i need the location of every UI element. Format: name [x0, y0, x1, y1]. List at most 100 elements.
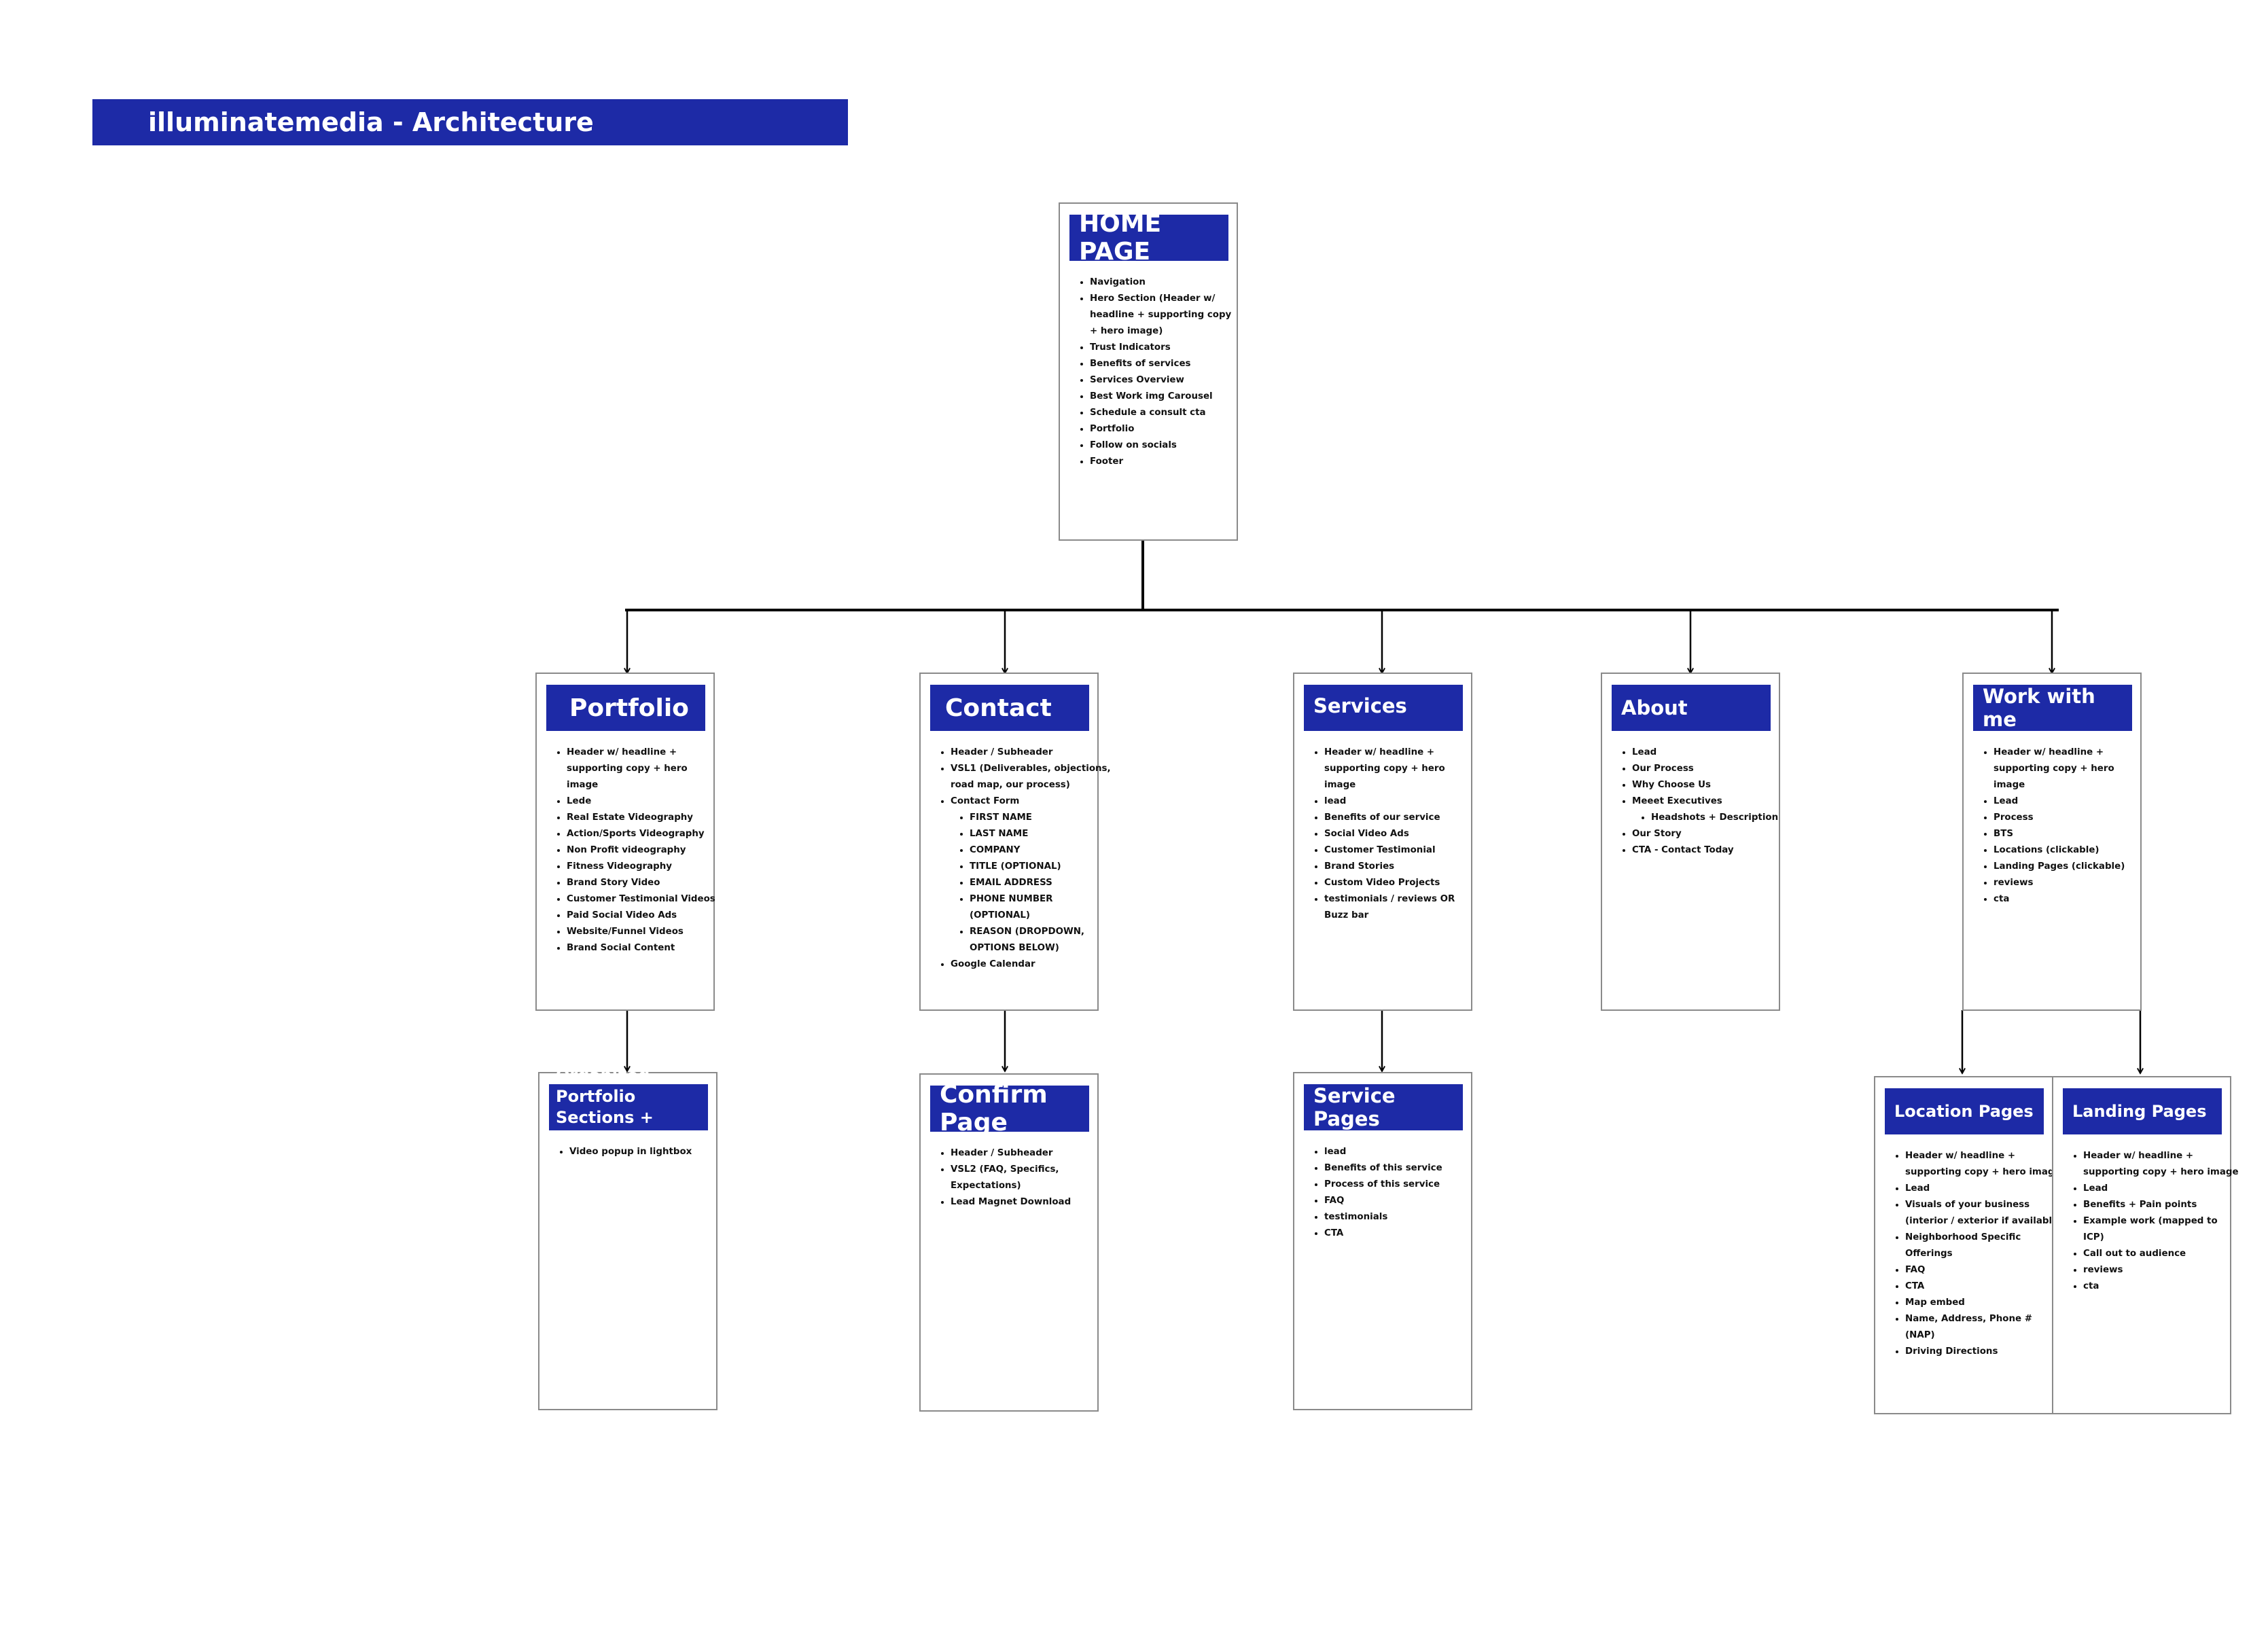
sub-list-item: Headshots + Description: [1651, 810, 1788, 826]
portfolio-node: Portfolio Header w/ headline + supportin…: [535, 673, 715, 1011]
list-item: Lede: [567, 793, 717, 810]
list-item: CTA: [1324, 1225, 1475, 1242]
list-item: Best Work img Carousel: [1090, 389, 1238, 405]
list-item: Header w/ headline + supporting copy + h…: [2083, 1148, 2241, 1181]
list-item: Driving Directions: [1905, 1344, 2063, 1360]
list-item: Neighborhood Specific Offerings: [1905, 1230, 2063, 1262]
work-with-me-items: Header w/ headline + supporting copy + h…: [1973, 745, 2144, 908]
list-item: Real Estate Videography: [567, 810, 717, 826]
list-item: testimonials / reviews OR Buzz bar: [1324, 891, 1475, 924]
list-item: VSL1 (Deliverables, objections, road map…: [951, 761, 1114, 793]
list-item: reviews: [2083, 1262, 2241, 1278]
service-pages-header: Service Pages: [1304, 1084, 1463, 1130]
contact-form-item: Contact FormFIRST NAMELAST NAMECOMPANYTI…: [951, 793, 1114, 956]
list-item: Brand Stories: [1324, 859, 1475, 875]
contact-form-label: Contact Form: [951, 796, 1020, 806]
list-item: Portfolio: [1090, 421, 1238, 437]
about-node: About LeadOur ProcessWhy Choose UsMeeet …: [1601, 673, 1780, 1011]
list-item: Video popup in lightbox: [569, 1144, 720, 1160]
list-item: VSL2 (FAQ, Specifics, Expectations): [951, 1162, 1114, 1194]
list-item: Hero Section (Header w/ headline + suppo…: [1090, 291, 1238, 340]
list-item: Example work (mapped to ICP): [2083, 1213, 2241, 1246]
portfolio-header: Portfolio: [546, 685, 705, 731]
confirm-page-header: Confirm Page: [930, 1081, 1089, 1136]
list-item: Call out to audience: [2083, 1246, 2241, 1262]
list-item: testimonials: [1324, 1209, 1475, 1225]
list-item: Website/Funnel Videos: [567, 924, 717, 940]
list-item: cta: [2083, 1278, 2241, 1295]
list-item: FAQ: [1324, 1193, 1475, 1209]
landing-pages-header: Landing Pages: [2063, 1088, 2222, 1134]
list-item: Our Process: [1632, 761, 1788, 777]
list-item: Benefits of services: [1090, 356, 1238, 372]
list-item: lead: [1324, 793, 1475, 810]
contact-node: Contact Header / SubheaderVSL1 (Delivera…: [919, 673, 1111, 1011]
home-page-header: HOME PAGE: [1069, 210, 1228, 266]
list-item: Footer: [1090, 454, 1238, 470]
list-item: BTS: [1994, 826, 2144, 842]
work-with-me-node: Work with me Header w/ headline + suppor…: [1962, 673, 2142, 1011]
location-pages-node: Location Pages Header w/ headline + supp…: [1874, 1076, 2062, 1414]
list-item: Visuals of your business (interior / ext…: [1905, 1197, 2063, 1230]
list-item: Lead: [1632, 745, 1788, 761]
portfolio-items: Header w/ headline + supporting copy + h…: [546, 745, 717, 956]
list-item: Landing Pages (clickable): [1994, 859, 2144, 875]
list-item: lead: [1324, 1144, 1475, 1160]
about-executives-item: Meeet ExecutivesHeadshots + Description: [1632, 793, 1788, 826]
list-item: Paid Social Video Ads: [567, 908, 717, 924]
about-items: LeadOur ProcessWhy Choose UsMeeet Execut…: [1612, 745, 1788, 859]
sub-list: FIRST NAMELAST NAMECOMPANYTITLE (OPTIONA…: [951, 810, 1114, 956]
organized-portfolio-header: Organized Portfolio Sections + Video Pop…: [549, 1066, 708, 1148]
work-with-me-header: Work with me: [1973, 685, 2132, 731]
service-pages-items: leadBenefits of this serviceProcess of t…: [1304, 1144, 1475, 1242]
list-item: Schedule a consult cta: [1090, 405, 1238, 421]
sub-list-item: LAST NAME: [970, 826, 1114, 842]
list-item: Locations (clickable): [1994, 842, 2144, 859]
landing-pages-node: Landing Pages Header w/ headline + suppo…: [2052, 1076, 2239, 1414]
list-item: Action/Sports Videography: [567, 826, 717, 842]
diagram-title: illuminatemedia - Architecture: [148, 107, 594, 137]
list-item: Header / Subheader: [951, 745, 1114, 761]
list-item: Brand Story Video: [567, 875, 717, 891]
location-pages-header: Location Pages: [1885, 1088, 2044, 1134]
services-node: Services Header w/ headline + supporting…: [1293, 673, 1472, 1011]
organized-portfolio-items: Video popup in lightbox: [549, 1144, 720, 1160]
sub-list-item: COMPANY: [970, 842, 1114, 859]
list-item: Our Story: [1632, 826, 1788, 842]
list-item: Benefits of this service: [1324, 1160, 1475, 1177]
about-header: About: [1612, 685, 1771, 731]
list-item: Benefits + Pain points: [2083, 1197, 2241, 1213]
list-item: Customer Testimonial Videos: [567, 891, 717, 908]
list-item: Why Choose Us: [1632, 777, 1788, 793]
list-item: Benefits of our service: [1324, 810, 1475, 826]
diagram-title-bar: illuminatemedia - Architecture: [92, 99, 848, 145]
home-page-items: NavigationHero Section (Header w/ headli…: [1069, 274, 1238, 470]
sub-list-item: PHONE NUMBER (OPTIONAL): [970, 891, 1114, 924]
list-item: Social Video Ads: [1324, 826, 1475, 842]
services-items: Header w/ headline + supporting copy + h…: [1304, 745, 1475, 924]
contact-items: Header / SubheaderVSL1 (Deliverables, ob…: [930, 745, 1114, 973]
organized-portfolio-node: Organized Portfolio Sections + Video Pop…: [538, 1066, 720, 1410]
list-item: Google Calendar: [951, 956, 1114, 973]
landing-pages-items: Header w/ headline + supporting copy + h…: [2063, 1148, 2241, 1295]
list-item: Lead: [2083, 1181, 2241, 1197]
sub-list-item: REASON (DROPDOWN, OPTIONS BELOW): [970, 924, 1114, 956]
list-item: Custom Video Projects: [1324, 875, 1475, 891]
list-item: cta: [1994, 891, 2144, 908]
confirm-page-items: Header / SubheaderVSL2 (FAQ, Specifics, …: [930, 1145, 1114, 1211]
list-item: Name, Address, Phone # (NAP): [1905, 1311, 2063, 1344]
location-pages-items: Header w/ headline + supporting copy + h…: [1885, 1148, 2063, 1360]
list-item: Non Profit videography: [567, 842, 717, 859]
list-item: Lead: [1994, 793, 2144, 810]
about-executives-label: Meeet Executives: [1632, 796, 1722, 806]
list-item: Map embed: [1905, 1295, 2063, 1311]
confirm-page-node: Confirm Page Header / SubheaderVSL2 (FAQ…: [919, 1073, 1099, 1412]
list-item: Trust Indicators: [1090, 340, 1238, 356]
list-item: Process of this service: [1324, 1177, 1475, 1193]
list-item: Services Overview: [1090, 372, 1238, 389]
service-pages-node: Service Pages leadBenefits of this servi…: [1293, 1072, 1472, 1410]
list-item: Header w/ headline + supporting copy + h…: [567, 745, 717, 793]
home-page-node: HOME PAGE NavigationHero Section (Header…: [1059, 202, 1238, 541]
list-item: CTA: [1905, 1278, 2063, 1295]
